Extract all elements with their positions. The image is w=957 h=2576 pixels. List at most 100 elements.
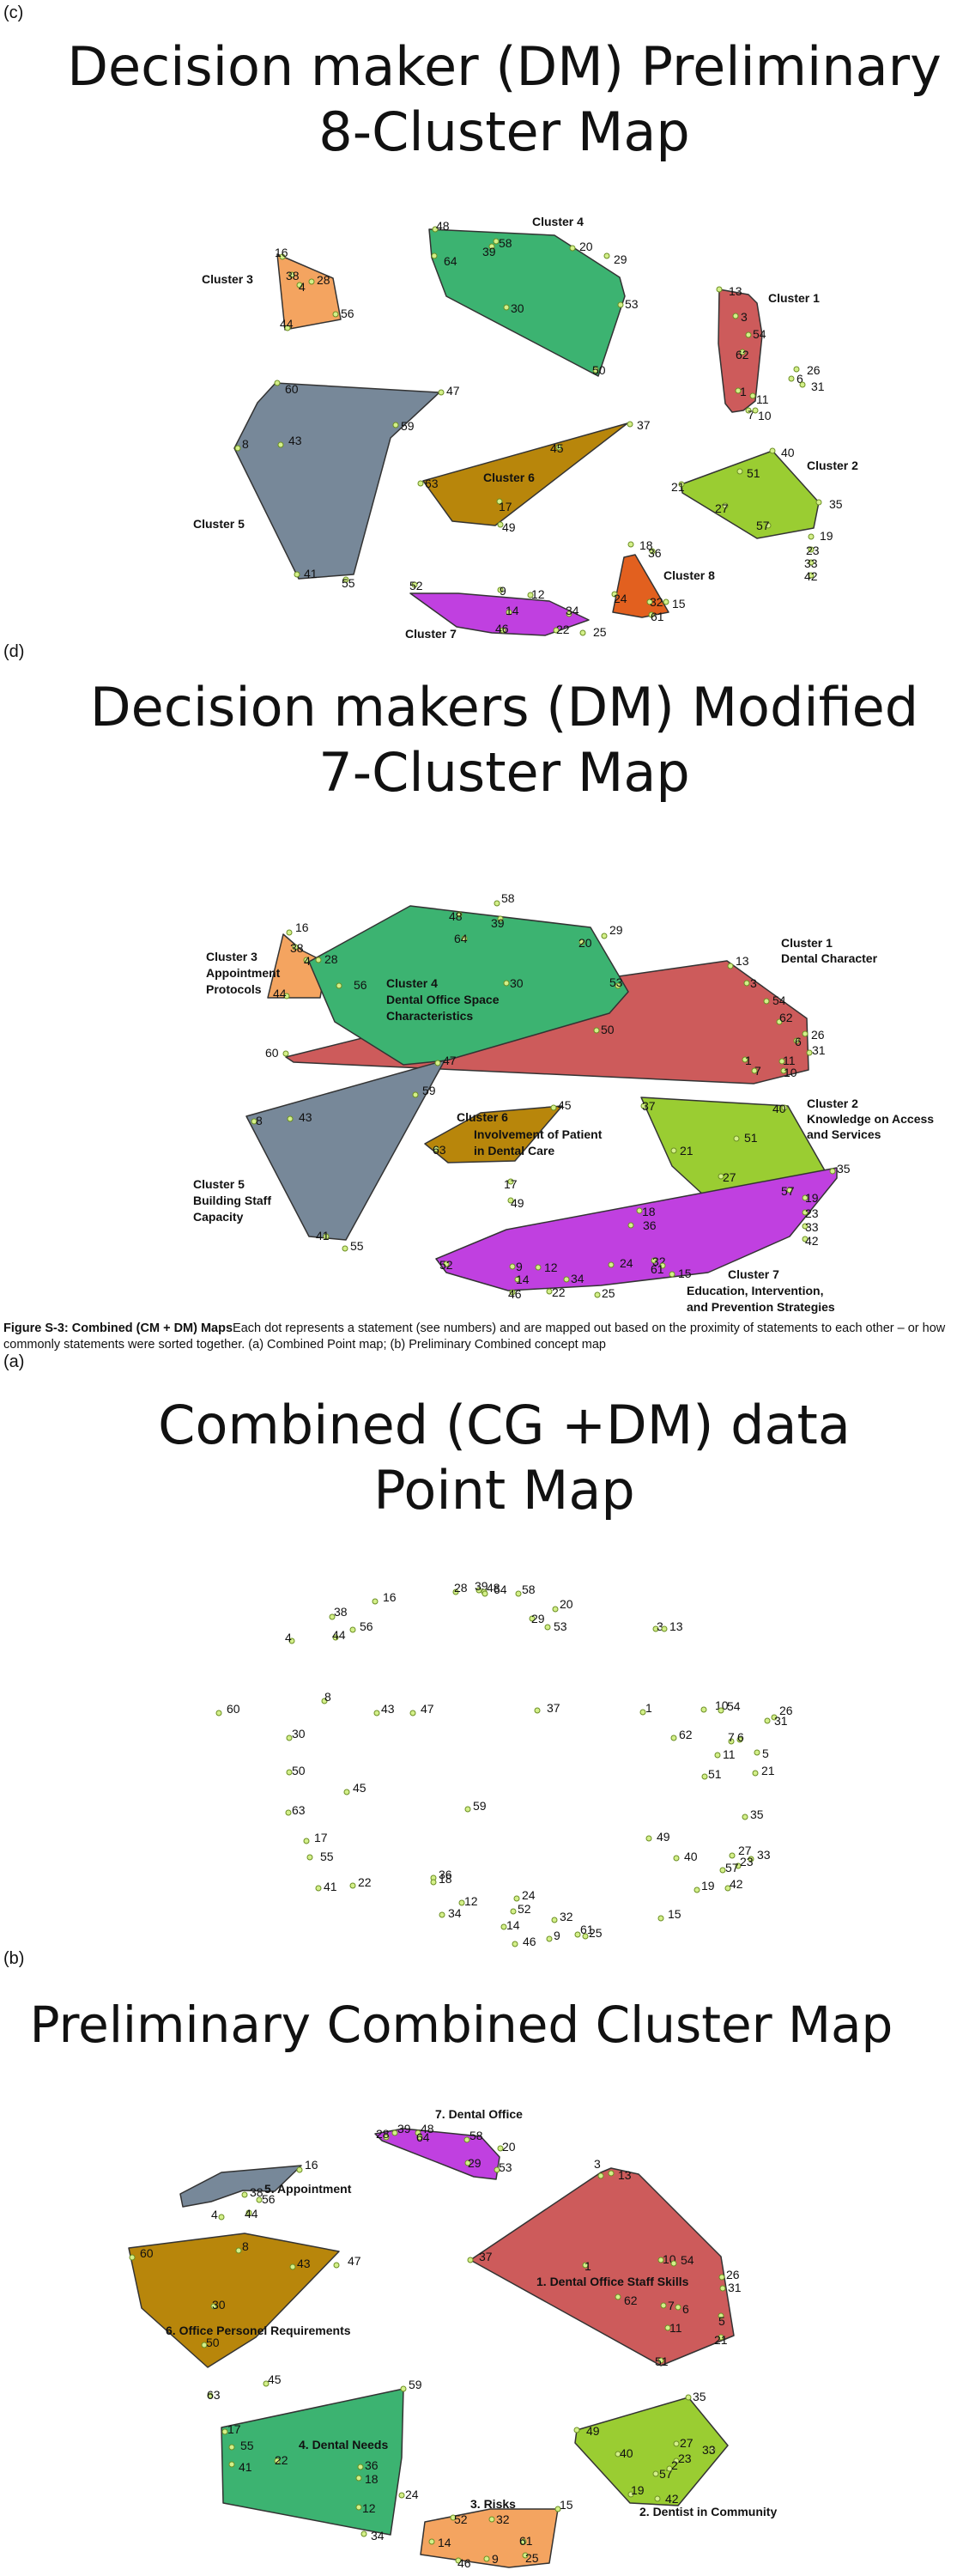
point-marker	[802, 1194, 809, 1201]
point-marker	[669, 1271, 675, 1278]
cluster-label: Characteristics	[386, 1009, 473, 1023]
point-label: 51	[747, 466, 760, 480]
point-label: 18	[365, 2472, 379, 2486]
point-marker	[727, 963, 734, 969]
point-marker	[306, 1854, 313, 1861]
point-marker	[467, 2257, 474, 2263]
point-label: 6	[737, 1730, 744, 1744]
point-marker	[673, 1855, 680, 1862]
point-marker	[780, 1067, 787, 1074]
point-marker	[763, 998, 770, 1005]
point-label: 24	[614, 592, 627, 605]
point-label: 17	[504, 1177, 518, 1191]
point-marker	[282, 1050, 289, 1057]
point-label: 37	[547, 1701, 560, 1715]
point-marker	[627, 2491, 634, 2498]
point-label: 18	[639, 538, 653, 552]
point-marker	[416, 2134, 423, 2141]
point-marker	[215, 1710, 222, 1716]
point-marker	[718, 1707, 724, 1714]
cluster-polygon-6	[128, 2233, 340, 2368]
point-marker	[315, 1885, 322, 1892]
point-label: 37	[479, 2250, 493, 2263]
panel-letter: (d)	[3, 642, 25, 661]
point-marker	[129, 2254, 136, 2261]
point-label: 54	[772, 993, 786, 1007]
point-label: 56	[341, 307, 354, 320]
point-label: 21	[680, 1144, 694, 1157]
point-marker	[409, 1710, 416, 1716]
point-label: 61	[651, 610, 664, 623]
point-marker	[594, 1291, 601, 1298]
point-label: 22	[556, 623, 570, 636]
point-marker	[808, 546, 815, 553]
point-label: 45	[550, 441, 564, 455]
point-marker	[555, 444, 562, 451]
point-marker	[503, 980, 510, 987]
point-label: 34	[571, 1272, 584, 1285]
point-marker	[546, 1935, 553, 1942]
point-label: 8	[242, 2239, 249, 2253]
point-marker	[793, 366, 800, 373]
point-label: 37	[637, 418, 651, 432]
point-label: 55	[240, 2439, 254, 2452]
point-label: 52	[409, 579, 423, 592]
point-label: 55	[350, 1239, 364, 1253]
point-marker	[296, 282, 303, 289]
point-marker	[430, 1879, 437, 1886]
point-marker	[736, 468, 743, 475]
point-marker	[507, 1197, 514, 1204]
point-marker	[392, 422, 399, 428]
point-label: 21	[714, 2333, 728, 2347]
point-label: 1	[584, 2259, 591, 2273]
point-label: 52	[518, 1902, 531, 1916]
point-label: 47	[446, 384, 460, 398]
point-label: 14	[506, 604, 519, 617]
point-label: 60	[265, 1046, 279, 1060]
cluster-label: Education, Intervention,	[687, 1284, 823, 1297]
point-label: 19	[805, 1191, 819, 1205]
point-label: 26	[779, 1704, 793, 1717]
point-marker	[670, 1147, 677, 1154]
point-label: 57	[756, 519, 770, 532]
point-marker	[736, 1736, 743, 1743]
point-label: 43	[299, 1110, 312, 1124]
point-marker	[806, 1049, 813, 1056]
point-label: 34	[566, 604, 579, 617]
point-label: 45	[558, 1098, 572, 1112]
point-label: 17	[227, 2422, 241, 2436]
point-label: 29	[531, 1612, 545, 1625]
point-label: 44	[280, 317, 294, 331]
point-marker	[458, 1899, 465, 1906]
point-label: 14	[506, 1918, 520, 1932]
cluster-name: Cluster 5	[193, 1177, 245, 1191]
point-label: 12	[531, 587, 545, 601]
point-marker	[569, 245, 576, 252]
point-label: 3	[741, 310, 748, 324]
point-marker	[615, 2451, 621, 2458]
point-label: 63	[207, 2388, 221, 2402]
point-label: 33	[804, 556, 818, 570]
point-marker	[463, 2136, 470, 2143]
point-label: 30	[510, 976, 524, 990]
point-marker	[701, 1773, 708, 1780]
cluster-label: and Prevention Strategies	[687, 1300, 835, 1314]
point-label: 23	[740, 1855, 754, 1868]
cluster-label: Building Staff	[193, 1194, 271, 1207]
point-marker	[497, 2145, 504, 2152]
point-marker	[718, 2274, 725, 2281]
point-label: 43	[297, 2257, 311, 2270]
point-marker	[745, 407, 752, 414]
point-marker	[627, 421, 633, 428]
point-label: 38	[250, 2185, 263, 2199]
point-marker	[288, 1637, 295, 1644]
point-label: 61	[519, 2534, 533, 2548]
panel-title: Decision makers (DM) Modified 7-Cluster …	[0, 675, 957, 805]
point-label: 31	[812, 1043, 826, 1057]
cluster-label: Knowledge on Access	[807, 1112, 934, 1126]
caption-title: Figure S-3: Combined (CM + DM) Maps	[3, 1321, 233, 1335]
point-label: 50	[601, 1023, 615, 1036]
point-label: 57	[781, 1184, 795, 1198]
point-marker	[651, 1257, 657, 1264]
